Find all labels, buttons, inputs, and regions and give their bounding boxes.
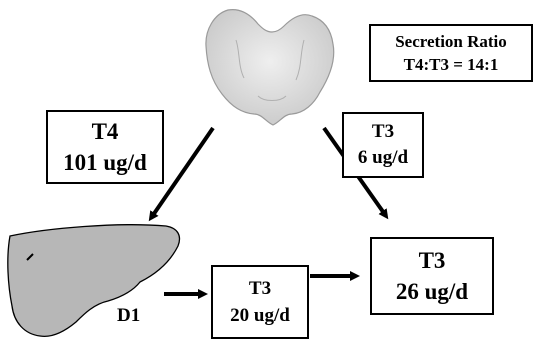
- t3-conversion-box: T3 20 ug/d: [211, 265, 309, 339]
- d1-enzyme-label: D1: [117, 305, 140, 327]
- t3-conversion-hormone-label: T3: [249, 275, 271, 302]
- t3-total-amount: 26 ug/d: [396, 276, 468, 307]
- secretion-ratio-box: Secretion Ratio T4:T3 = 14:1: [369, 24, 533, 82]
- liver-icon: [8, 225, 180, 337]
- t3-secretion-amount: 6 ug/d: [358, 145, 408, 171]
- t4-secretion-box: T4 101 ug/d: [46, 110, 164, 184]
- t3-conversion-amount: 20 ug/d: [230, 302, 290, 329]
- secretion-ratio-title: Secretion Ratio: [395, 30, 507, 53]
- t4-amount: 101 ug/d: [63, 147, 147, 178]
- t4-hormone-label: T4: [92, 116, 119, 147]
- thyroid-gland-icon: [206, 10, 334, 125]
- t3-total-box: T3 26 ug/d: [370, 237, 494, 315]
- t3-secretion-hormone-label: T3: [372, 119, 394, 145]
- t3-total-hormone-label: T3: [419, 245, 446, 276]
- secretion-ratio-value: T4:T3 = 14:1: [404, 53, 499, 76]
- t3-secretion-box: T3 6 ug/d: [342, 112, 424, 178]
